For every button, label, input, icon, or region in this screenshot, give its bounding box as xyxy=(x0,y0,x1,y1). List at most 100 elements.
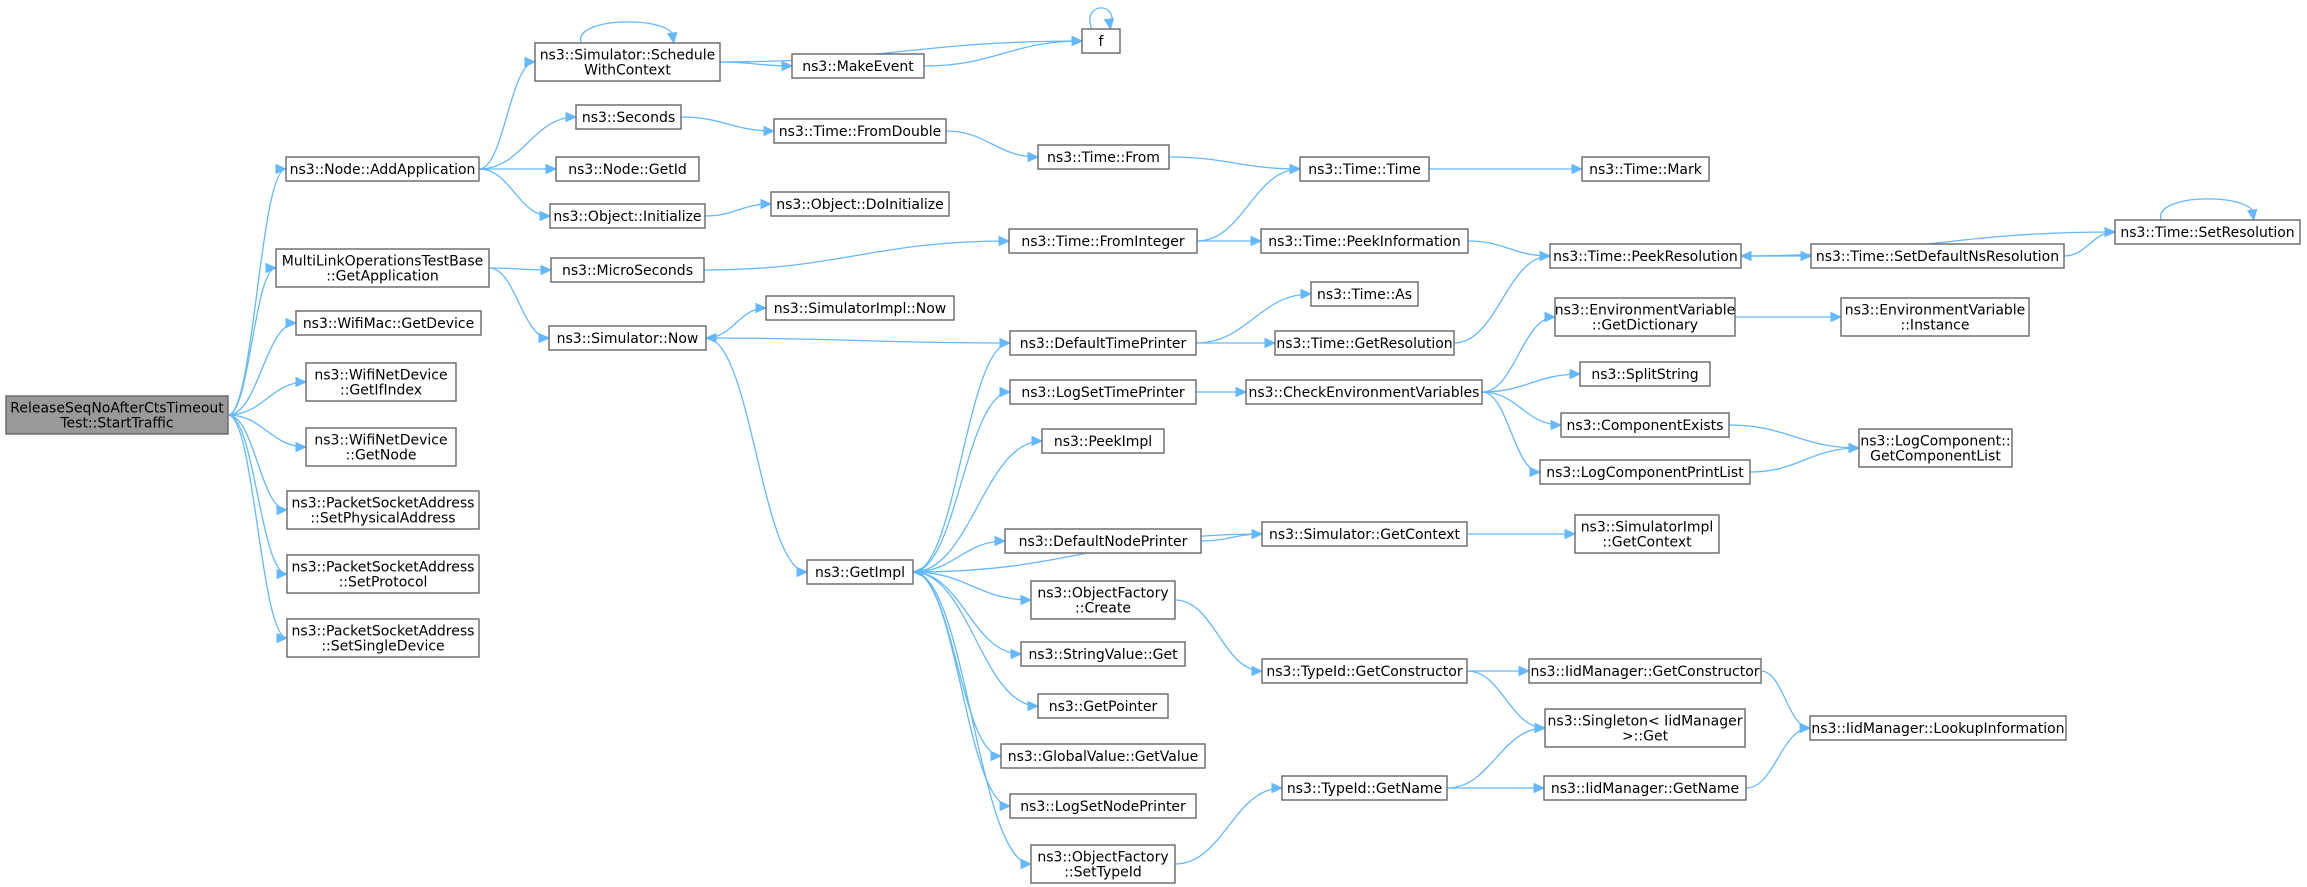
node-label: ns3::WifiNetDevice xyxy=(314,368,447,384)
node-getPointer[interactable]: ns3::GetPointer xyxy=(1037,693,1169,719)
node-box xyxy=(1009,793,1197,819)
node-label: ns3::Seconds xyxy=(582,110,675,126)
node-box xyxy=(1543,775,1747,801)
node-singletonGet[interactable]: ns3::Singleton< IidManager>::Get xyxy=(1544,708,1746,748)
node-addApp[interactable]: ns3::Node::AddApplication xyxy=(285,156,480,182)
node-checkEnv[interactable]: ns3::CheckEnvironmentVariables xyxy=(1245,379,1483,405)
node-getIfIndex[interactable]: ns3::WifiNetDevice::GetIfIndex xyxy=(305,362,457,402)
node-label: ns3::WifiNetDevice xyxy=(314,433,447,449)
edge-root-to-getNode-arrow xyxy=(295,441,308,453)
edge-root-to-getApp xyxy=(227,267,277,416)
node-label: MultiLinkOperationsTestBase xyxy=(282,254,484,270)
node-implGetCtx[interactable]: ns3::SimulatorImpl::GetContext xyxy=(1574,514,1720,554)
node-svGet[interactable]: ns3::StringValue::Get xyxy=(1020,641,1186,667)
edge-defTimePrinter-to-simNow xyxy=(705,337,1011,344)
node-peekInfo[interactable]: ns3::Time::PeekInformation xyxy=(1260,228,1469,254)
node-box xyxy=(285,156,480,182)
node-label: ns3::StringValue::Get xyxy=(1028,647,1178,663)
node-ofCreate[interactable]: ns3::ObjectFactory::Create xyxy=(1030,580,1176,620)
edge-getImpl-to-peekImpl-arrow xyxy=(1031,435,1044,447)
node-label: ::GetContext xyxy=(1602,535,1692,551)
node-defTimePrinter[interactable]: ns3::DefaultTimePrinter xyxy=(1009,330,1197,356)
node-objInit[interactable]: ns3::Object::Initialize xyxy=(549,203,706,229)
node-ofSetTypeId[interactable]: ns3::ObjectFactory::SetTypeId xyxy=(1030,844,1176,884)
node-label: ns3::Time::FromInteger xyxy=(1021,234,1184,250)
node-box xyxy=(1009,379,1197,405)
node-box xyxy=(1810,243,2065,269)
node-setPhys[interactable]: ns3::PacketSocketAddress::SetPhysicalAdd… xyxy=(286,490,480,530)
edge-checkEnv-to-compExists-arrow xyxy=(1550,419,1563,431)
node-getNode[interactable]: ns3::WifiNetDevice::GetNode xyxy=(305,427,457,467)
node-f[interactable]: f xyxy=(1081,28,1121,54)
node-getRes[interactable]: ns3::Time::GetResolution xyxy=(1274,330,1455,356)
node-envGetDict[interactable]: ns3::EnvironmentVariable::GetDictionary xyxy=(1554,297,1736,337)
node-root[interactable]: ReleaseSeqNoAfterCtsTimeoutTest::StartTr… xyxy=(5,395,229,435)
node-logSetNode[interactable]: ns3::LogSetNodePrinter xyxy=(1009,793,1197,819)
node-seconds[interactable]: ns3::Seconds xyxy=(575,104,682,130)
edge-getImpl-to-ofSetTypeId xyxy=(912,571,1032,865)
node-setProto[interactable]: ns3::PacketSocketAddress::SetProtocol xyxy=(286,554,480,594)
node-iidGetCtor[interactable]: ns3::IidManager::GetConstructor xyxy=(1528,658,1762,684)
node-splitString[interactable]: ns3::SplitString xyxy=(1579,361,1711,387)
call-graph-edges xyxy=(227,7,2258,870)
node-box xyxy=(1008,228,1198,254)
node-timeTime[interactable]: ns3::Time::Time xyxy=(1299,156,1430,182)
node-simGetCtx[interactable]: ns3::Simulator::GetContext xyxy=(1261,521,1468,547)
node-defNodePrinter[interactable]: ns3::DefaultNodePrinter xyxy=(1004,528,1202,554)
node-timeMark[interactable]: ns3::Time::Mark xyxy=(1581,156,1710,182)
edge-peekInfo-to-peekRes xyxy=(1467,240,1551,257)
node-timeAs[interactable]: ns3::Time::As xyxy=(1310,281,1419,307)
edge-checkEnv-to-envGetDict-arrow xyxy=(1544,311,1557,323)
edge-ofSetTypeId-to-tidGetName xyxy=(1174,787,1283,865)
node-setRes[interactable]: ns3::Time::SetResolution xyxy=(2114,219,2301,245)
node-compExists[interactable]: ns3::ComponentExists xyxy=(1560,412,1730,438)
edge-fromDouble-to-timeFrom xyxy=(945,130,1039,158)
node-box xyxy=(1081,28,1121,54)
node-peekRes[interactable]: ns3::Time::PeekResolution xyxy=(1549,243,1742,269)
node-implNow[interactable]: ns3::SimulatorImpl::Now xyxy=(765,295,955,321)
node-makeEvent[interactable]: ns3::MakeEvent xyxy=(791,53,925,79)
node-fromDouble[interactable]: ns3::Time::FromDouble xyxy=(773,118,947,144)
node-label: ns3::Time::SetResolution xyxy=(2120,225,2294,241)
node-getImpl[interactable]: ns3::GetImpl xyxy=(806,559,914,585)
edge-getImpl-to-gvGetValue-arrow xyxy=(990,750,1003,762)
node-envInstance[interactable]: ns3::EnvironmentVariable::Instance xyxy=(1840,297,2030,337)
node-label: ns3::PacketSocketAddress xyxy=(292,624,475,640)
edge-defTimePrinter-to-timeAs-arrow xyxy=(1300,288,1313,300)
node-label: ns3::DefaultNodePrinter xyxy=(1019,534,1188,550)
node-box xyxy=(1030,580,1176,620)
edge-root-to-setProto xyxy=(227,414,288,575)
node-box xyxy=(1858,428,2013,468)
node-logCompPrint[interactable]: ns3::LogComponentPrintList xyxy=(1539,459,1751,485)
edge-addApp-to-nodeGetId-arrow xyxy=(545,163,558,175)
node-tidGetCtor[interactable]: ns3::TypeId::GetConstructor xyxy=(1261,658,1468,684)
node-peekImpl[interactable]: ns3::PeekImpl xyxy=(1041,428,1165,454)
node-nodeGetId[interactable]: ns3::Node::GetId xyxy=(555,156,700,182)
node-setDefNsRes[interactable]: ns3::Time::SetDefaultNsResolution xyxy=(1810,243,2065,269)
edge-checkEnv-to-logCompPrint xyxy=(1481,391,1541,473)
node-logCompGetList[interactable]: ns3::LogComponent::GetComponentList xyxy=(1858,428,2013,468)
node-label: ns3::DefaultTimePrinter xyxy=(1020,336,1187,352)
node-box xyxy=(1299,156,1430,182)
edge-envGetDict-to-envInstance-arrow xyxy=(1830,311,1843,323)
node-micro[interactable]: ns3::MicroSeconds xyxy=(550,257,705,283)
node-fromInt[interactable]: ns3::Time::FromInteger xyxy=(1008,228,1198,254)
node-label: ::SetPhysicalAddress xyxy=(310,511,455,527)
edge-ofSetTypeId-to-tidGetName-arrow xyxy=(1271,782,1284,794)
node-iidGetName[interactable]: ns3::IidManager::GetName xyxy=(1543,775,1747,801)
node-iidLookup[interactable]: ns3::IidManager::LookupInformation xyxy=(1809,715,2067,741)
node-tidGetName[interactable]: ns3::TypeId::GetName xyxy=(1281,775,1448,801)
node-setSingle[interactable]: ns3::PacketSocketAddress::SetSingleDevic… xyxy=(286,618,480,658)
edge-ofCreate-to-tidGetCtor xyxy=(1174,599,1263,672)
node-timeFrom[interactable]: ns3::Time::From xyxy=(1037,144,1170,170)
node-wifiMacGetDevice[interactable]: ns3::WifiMac::GetDevice xyxy=(295,310,482,336)
edge-root-to-setSingle-arrow xyxy=(276,632,289,644)
edge-ofCreate-to-tidGetCtor-arrow xyxy=(1251,665,1264,677)
node-logSetTime[interactable]: ns3::LogSetTimePrinter xyxy=(1009,379,1197,405)
node-doInit[interactable]: ns3::Object::DoInitialize xyxy=(770,191,950,217)
node-getApp[interactable]: MultiLinkOperationsTestBase::GetApplicat… xyxy=(275,248,490,288)
node-simNow[interactable]: ns3::Simulator::Now xyxy=(548,325,707,351)
node-gvGetValue[interactable]: ns3::GlobalValue::GetValue xyxy=(1000,743,1206,769)
edge-checkEnv-to-compExists xyxy=(1481,391,1562,426)
